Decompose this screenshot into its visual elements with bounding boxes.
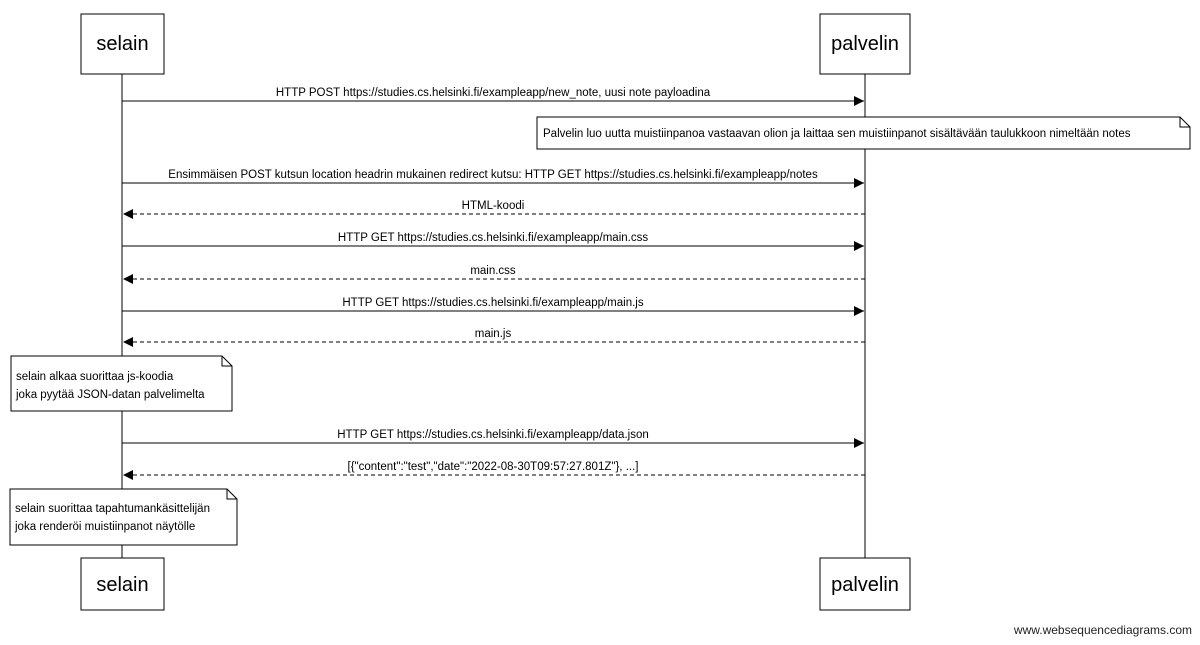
note-text: Palvelin luo uutta muistiinpanoa vastaav… [543, 128, 1131, 140]
note-text: selain alkaa suorittaa js-koodia [16, 371, 174, 383]
note: selain suorittaa tapahtumankäsittelijän … [9, 488, 238, 546]
return-arrow: main.css [123, 265, 865, 284]
note-text: selain suorittaa tapahtumankäsittelijän [15, 503, 210, 515]
participant-box-selain-bottom: selain [80, 557, 165, 611]
message-arrow: Ensimmäisen POST kutsun location headrin… [122, 169, 864, 188]
return-arrow: [{"content":"test","date":"2022-08-30T09… [123, 461, 865, 480]
note: Palvelin luo uutta muistiinpanoa vastaav… [536, 116, 1191, 150]
message-label: HTTP GET https://studies.cs.helsinki.fi/… [342, 297, 644, 309]
message-arrow: HTTP GET https://studies.cs.helsinki.fi/… [122, 429, 864, 448]
note: selain alkaa suorittaa js-koodia joka py… [10, 355, 233, 412]
participant-box-palvelin-top: palvelin [819, 13, 911, 75]
message-label: HTTP POST https://studies.cs.helsinki.fi… [276, 87, 711, 99]
participant-box-palvelin-bottom: palvelin [819, 557, 911, 611]
message-label: HTTP GET https://studies.cs.helsinki.fi/… [338, 232, 648, 244]
participant-label: palvelin [831, 574, 899, 596]
message-label: Ensimmäisen POST kutsun location headrin… [168, 169, 818, 181]
return-arrow: HTML-koodi [123, 200, 865, 219]
message-label: HTML-koodi [462, 200, 525, 212]
note-text: joka pyytää JSON-datan palvelimelta [15, 389, 205, 401]
message-label: main.css [470, 265, 516, 277]
message-label: HTTP GET https://studies.cs.helsinki.fi/… [337, 429, 649, 441]
note-text: joka renderöi muistiinpanot näytölle [14, 521, 195, 533]
footer-watermark: www.websequencediagrams.com [1013, 623, 1192, 637]
participant-label: selain [96, 574, 148, 596]
participant-label: selain [96, 33, 148, 55]
participant-box-selain-top: selain [80, 13, 165, 75]
message-arrow: HTTP GET https://studies.cs.helsinki.fi/… [122, 297, 864, 316]
message-label: main.js [475, 328, 512, 340]
message-label: [{"content":"test","date":"2022-08-30T09… [348, 461, 639, 473]
return-arrow: main.js [123, 328, 865, 347]
participant-label: palvelin [831, 33, 899, 55]
message-arrow: HTTP GET https://studies.cs.helsinki.fi/… [122, 232, 864, 251]
message-arrow: HTTP POST https://studies.cs.helsinki.fi… [122, 87, 864, 106]
